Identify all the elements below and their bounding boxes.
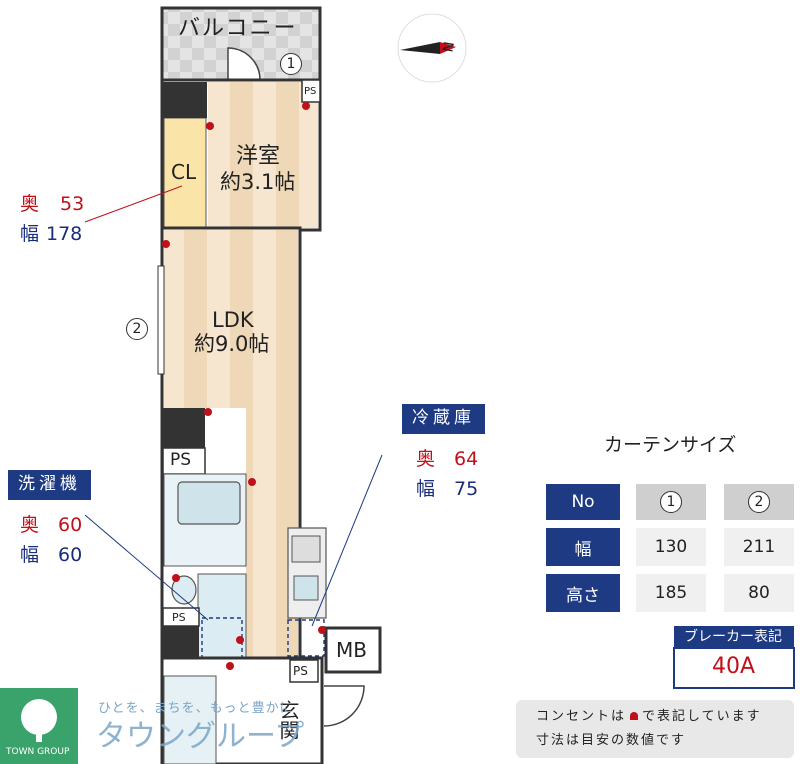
compass-icon — [397, 13, 467, 83]
sink — [293, 575, 319, 601]
wall-block — [163, 408, 205, 448]
note-line1-post: で表記しています — [642, 709, 762, 724]
washroom — [197, 573, 247, 661]
curtain-header-1: 1 — [660, 491, 682, 513]
curtain-cell: 185 — [636, 574, 706, 612]
note-line1-pre: コンセントは — [536, 709, 627, 724]
cl-width-value: 178 — [46, 223, 83, 245]
balcony-label: バルコニー — [178, 16, 298, 41]
closet-area — [163, 117, 207, 229]
window-marker-1: 1 — [280, 53, 302, 75]
ps-label: PS — [170, 450, 192, 470]
mb-label: MB — [336, 638, 367, 662]
note-line2: 寸法は目安の数値です — [536, 733, 687, 748]
fridge-depth-label: 奥 — [416, 448, 436, 470]
curtain-row-label: 高さ — [546, 574, 620, 612]
cl-depth-label: 奥 — [20, 193, 40, 215]
toilet-room — [163, 675, 217, 764]
washer-depth-value: 60 — [58, 514, 83, 536]
brand-sub: TOWN GROUP — [6, 747, 70, 757]
ps-box — [289, 659, 319, 683]
compass-north-label: N — [440, 40, 459, 54]
closet-label: CL — [171, 160, 197, 184]
wall-block — [301, 79, 321, 103]
bathtub — [177, 481, 241, 525]
western-room-name: 洋室 — [236, 144, 281, 169]
fridge-width-label: 幅 — [416, 478, 436, 500]
fridge-width-value: 75 — [454, 478, 479, 500]
washer-width-value: 60 — [58, 544, 83, 566]
curtain-header-no: No — [546, 484, 620, 520]
window-marker-2: 2 — [126, 318, 148, 340]
fridge-callout-title: 冷蔵庫 — [402, 404, 485, 434]
curtain-row-label: 幅 — [546, 528, 620, 566]
mb-box — [324, 626, 382, 674]
outlet-markers — [162, 102, 326, 670]
ps-label: PS — [304, 86, 317, 97]
fridge-space — [287, 619, 325, 657]
note-box — [516, 700, 794, 758]
curtain-cell: 80 — [724, 574, 794, 612]
brand-tagline: ひとを、まちを、もっと豊かに — [98, 701, 294, 716]
brand-name: タウングループ — [96, 719, 305, 754]
ldk-size: 約9.0帖 — [194, 332, 270, 356]
cl-width-label: 幅 — [20, 223, 40, 245]
stove — [291, 535, 321, 563]
washer-leader — [84, 514, 209, 621]
washer-callout-title: 洗濯機 — [8, 470, 91, 500]
tree-logo-icon — [0, 688, 78, 764]
entrance-label: 玄関 — [276, 700, 300, 740]
ldk-floor — [164, 230, 298, 408]
breaker-label: ブレーカー表記 — [684, 629, 782, 645]
breaker-value: 40A — [712, 654, 756, 679]
ldk-name: LDK — [212, 308, 254, 332]
curtain-cell: 130 — [636, 528, 706, 566]
western-room-size: 約3.1帖 — [220, 170, 296, 194]
curtain-table-title: カーテンサイズ — [604, 434, 737, 456]
cl-leader — [84, 185, 183, 223]
wall-block — [163, 82, 207, 118]
curtain-cell: 211 — [724, 528, 794, 566]
breaker-value-bg — [673, 647, 795, 689]
cl-depth-value: 53 — [60, 193, 85, 215]
western-room-floor — [208, 82, 318, 228]
curtain-header-2: 2 — [748, 491, 770, 513]
ps-label: PS — [172, 611, 186, 624]
fridge-depth-value: 64 — [454, 448, 479, 470]
ps-box — [162, 607, 200, 627]
washer-depth-label: 奥 — [20, 514, 40, 536]
window-2 — [157, 265, 165, 375]
washer-width-label: 幅 — [20, 544, 40, 566]
balcony-door — [227, 47, 261, 81]
ps-label: PS — [293, 664, 308, 678]
outlet-legend-icon — [630, 712, 639, 720]
ps-box — [162, 447, 206, 475]
washbasin — [171, 575, 197, 605]
breaker-header-bg — [674, 626, 794, 648]
entrance-door — [323, 685, 365, 727]
fridge-leader — [311, 454, 383, 627]
